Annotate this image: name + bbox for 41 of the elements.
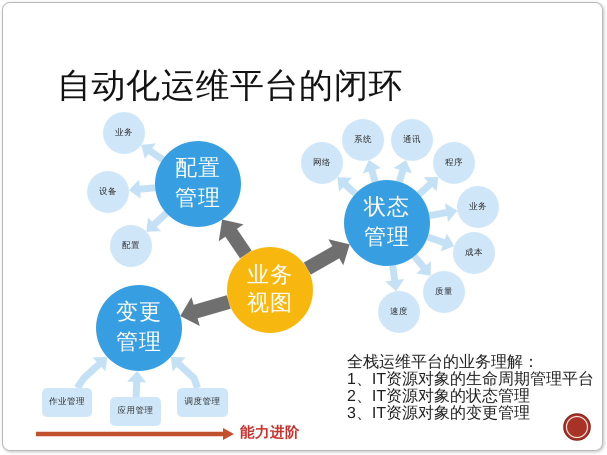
arrow	[127, 371, 146, 398]
arrow	[385, 265, 404, 292]
arrow	[394, 160, 412, 183]
arrow	[180, 295, 231, 326]
arrow	[170, 356, 201, 390]
rounded-box: 应用管理	[110, 397, 161, 426]
small-circle: 系统	[342, 119, 384, 161]
small-circle: 业务	[103, 112, 145, 154]
small-circle: 网络	[301, 142, 343, 184]
arrow	[426, 234, 454, 252]
small-circle: 设备	[87, 171, 129, 213]
arrow	[337, 177, 358, 196]
arrow	[141, 143, 165, 162]
rounded-box: 调度管理	[177, 388, 228, 417]
arrow	[304, 239, 350, 275]
large-circle: 变更管理	[96, 285, 182, 371]
arrow	[412, 254, 431, 276]
list-item: 1、IT资源对象的生命周期管理平台	[347, 371, 594, 388]
large-circle: 业务视图	[227, 247, 313, 333]
title: 自动化运维平台的闭环	[57, 66, 403, 106]
arrow	[74, 356, 108, 390]
list-item: 3、IT资源对象的变更管理	[347, 405, 530, 422]
arrow	[146, 210, 169, 232]
arrow	[428, 203, 458, 222]
small-circle: 速度	[378, 291, 420, 333]
small-circle: 配置	[110, 225, 152, 267]
rounded-box: 作业管理	[42, 388, 92, 417]
small-circle: 程序	[433, 142, 475, 184]
arrow	[128, 180, 156, 199]
arrow	[362, 160, 382, 183]
arrow-label: 能力进阶	[240, 425, 300, 442]
small-circle: 业务	[457, 186, 499, 228]
large-circle: 配置管理	[155, 141, 241, 227]
small-circle: 质量	[423, 271, 465, 313]
small-circle: 成本	[453, 232, 495, 274]
large-circle: 状态管理	[344, 180, 430, 266]
note-heading: 全栈运维平台的业务理解：	[347, 354, 539, 371]
arrow	[218, 220, 252, 258]
list-item: 2、IT资源对象的状态管理	[347, 388, 530, 405]
small-circle: 通讯	[391, 119, 433, 161]
arrow	[416, 177, 438, 197]
